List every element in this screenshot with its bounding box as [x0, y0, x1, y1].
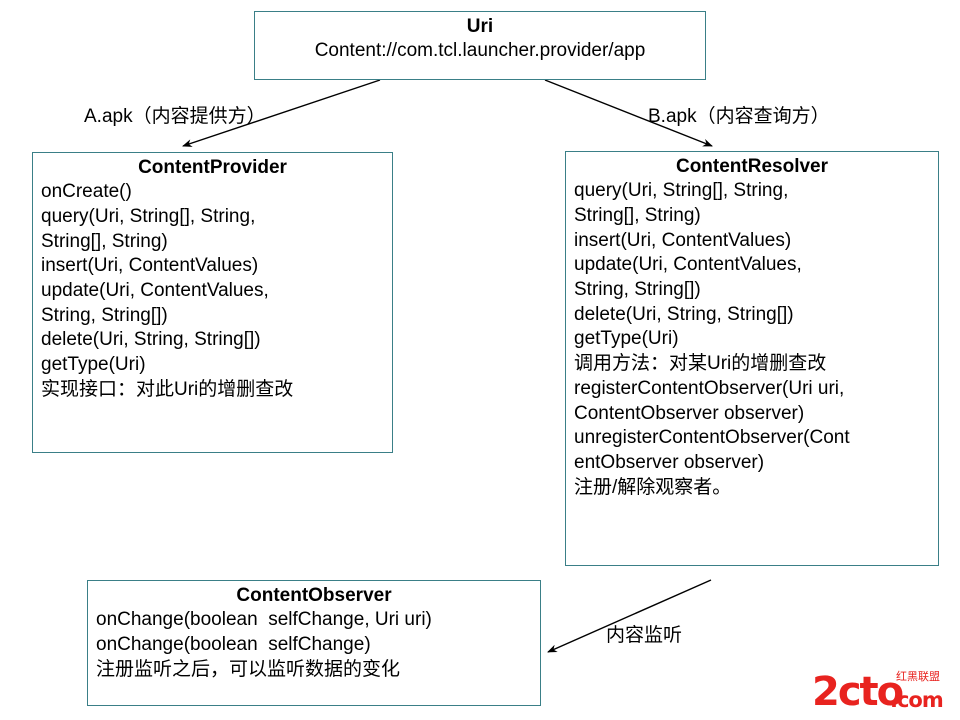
node-content-resolver-line: getType(Uri) [574, 328, 679, 350]
watermark-tld: .com [890, 688, 944, 712]
node-content-resolver-line: entObserver observer) [574, 451, 765, 473]
node-content-provider-line: String, String[]) [41, 304, 168, 326]
node-content-resolver-line: ContentObserver observer) [574, 402, 805, 424]
edge-label-content-watch: 内容监听 [606, 625, 683, 646]
node-content-provider-line: delete(Uri, String, String[]) [41, 329, 261, 351]
edge-label-b-apk: B.apk（内容查询方） [648, 106, 830, 127]
node-content-resolver-line: delete(Uri, String, String[]) [574, 303, 794, 325]
node-content-resolver-line: insert(Uri, ContentValues) [574, 229, 792, 251]
watermark-chinese: 红黑联盟 [896, 671, 940, 683]
node-content-provider[interactable]: ContentProvider onCreate() query(Uri, St… [32, 152, 393, 453]
node-content-provider-line: getType(Uri) [41, 354, 146, 376]
node-content-resolver-line: String, String[]) [574, 279, 701, 301]
node-content-resolver-line: query(Uri, String[], String, [574, 180, 789, 202]
node-content-resolver-line: update(Uri, ContentValues, [574, 254, 802, 276]
node-content-provider-line: String[], String) [41, 230, 168, 252]
node-content-observer-line: 注册监听之后，可以监听数据的变化 [96, 658, 401, 680]
node-content-resolver-line: registerContentObserver(Uri uri, [574, 377, 845, 399]
node-content-observer-line: onChange(boolean selfChange, Uri uri) [96, 609, 432, 631]
node-content-observer-title: ContentObserver [236, 585, 392, 606]
node-content-resolver-line: 调用方法：对某Uri的增删查改 [574, 353, 827, 375]
node-uri-value: Content://com.tcl.launcher.provider/app [314, 40, 646, 62]
node-content-provider-line: onCreate() [41, 181, 132, 203]
node-content-provider-line: insert(Uri, ContentValues) [41, 255, 259, 277]
node-content-resolver-line: unregisterContentObserver(Cont [574, 427, 850, 449]
watermark-2cto: 2cto .com 红黑联盟 [812, 672, 952, 716]
node-content-resolver-line: String[], String) [574, 205, 701, 226]
node-content-provider-line: query(Uri, String[], String, [41, 206, 256, 227]
node-content-provider-title: ContentProvider [138, 157, 287, 178]
node-content-resolver-title: ContentResolver [675, 156, 829, 177]
node-content-provider-line: update(Uri, ContentValues, [41, 280, 269, 302]
node-content-observer[interactable]: ContentObserver onChange(boolean selfCha… [87, 580, 541, 706]
node-uri-title: Uri [466, 16, 494, 37]
node-content-resolver-line: 注册/解除观察者。 [574, 476, 732, 498]
node-content-observer-line: onChange(boolean selfChange) [96, 634, 371, 655]
watermark-brand: 2cto [812, 669, 904, 715]
node-content-resolver[interactable]: ContentResolver query(Uri, String[], Str… [565, 151, 939, 566]
edge-label-a-apk: A.apk（内容提供方） [84, 106, 266, 127]
node-content-provider-line: 实现接口：对此Uri的增删查改 [41, 378, 294, 400]
node-uri[interactable]: Uri Content://com.tcl.launcher.provider/… [254, 11, 706, 80]
